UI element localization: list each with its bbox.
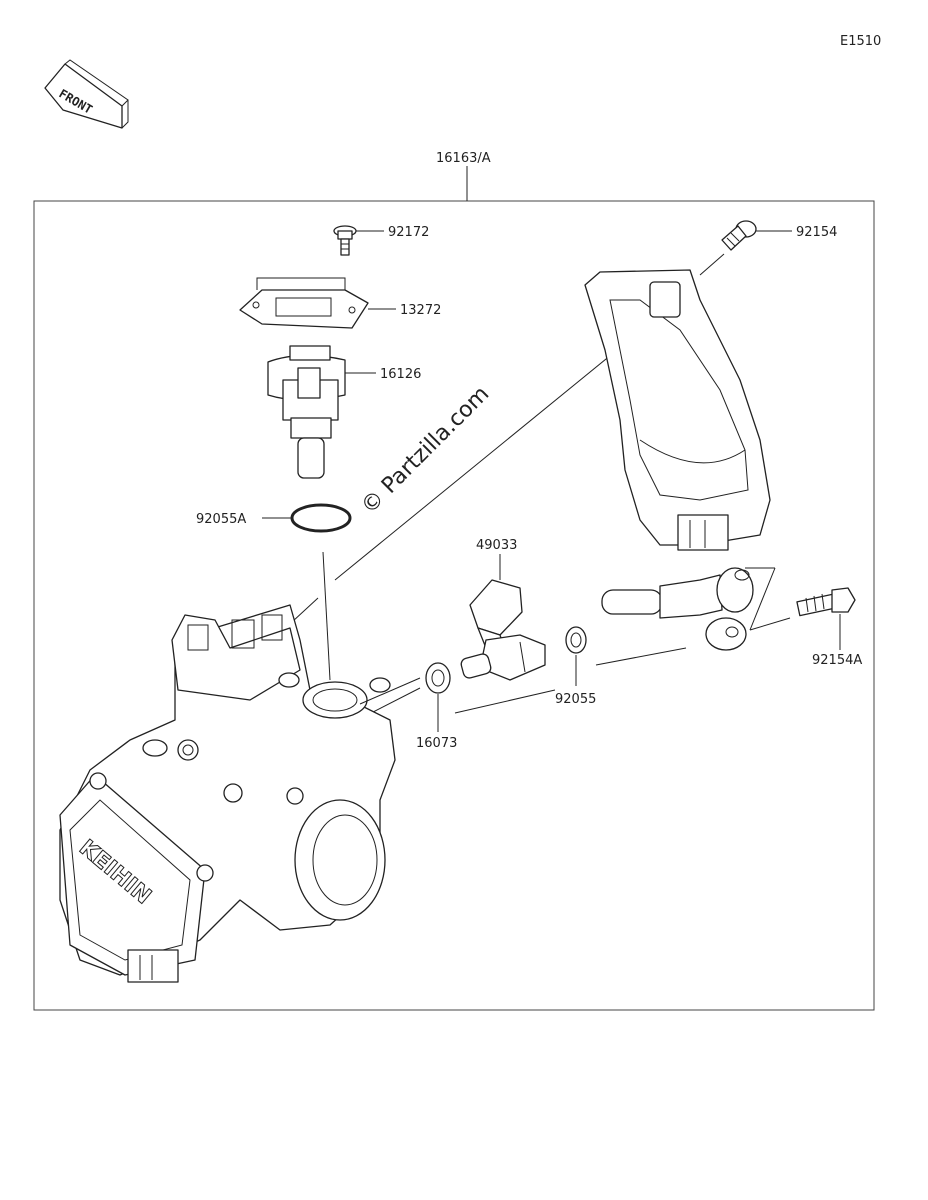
plate-13272 [239, 277, 369, 329]
callout-sensor-side: 49033 [476, 538, 517, 553]
sensor-49033 [460, 579, 546, 681]
watermark: © Partzilla.com [357, 382, 495, 520]
callout-oring-small: 92055 [555, 692, 596, 707]
sensor-cover [584, 269, 771, 551]
sensor-16126 [267, 345, 346, 479]
front-arrow-icon: FRONT [44, 59, 129, 129]
diagram-code: E1510 [840, 34, 881, 49]
callout-sensor-top: 16126 [380, 367, 421, 382]
screw-92172 [333, 225, 357, 256]
callout-bolt-top: 92154 [796, 225, 837, 240]
callout-oring-big: 92055A [196, 512, 246, 527]
throttle-body: KEIHIN [59, 604, 396, 983]
oring-92055a [290, 503, 352, 533]
oring-92055 [565, 626, 587, 654]
bolt-92154a [796, 587, 856, 617]
callout-washer: 16073 [416, 736, 457, 751]
washer-16073 [425, 662, 451, 694]
callout-assembly: 16163/A [436, 151, 491, 166]
callout-bolt-side: 92154A [812, 653, 862, 668]
hose-fitting [601, 567, 754, 651]
callout-plate: 13272 [400, 303, 441, 318]
assembly-frame [33, 200, 875, 1011]
callout-screw: 92172 [388, 225, 429, 240]
bolt-92154 [721, 220, 757, 251]
